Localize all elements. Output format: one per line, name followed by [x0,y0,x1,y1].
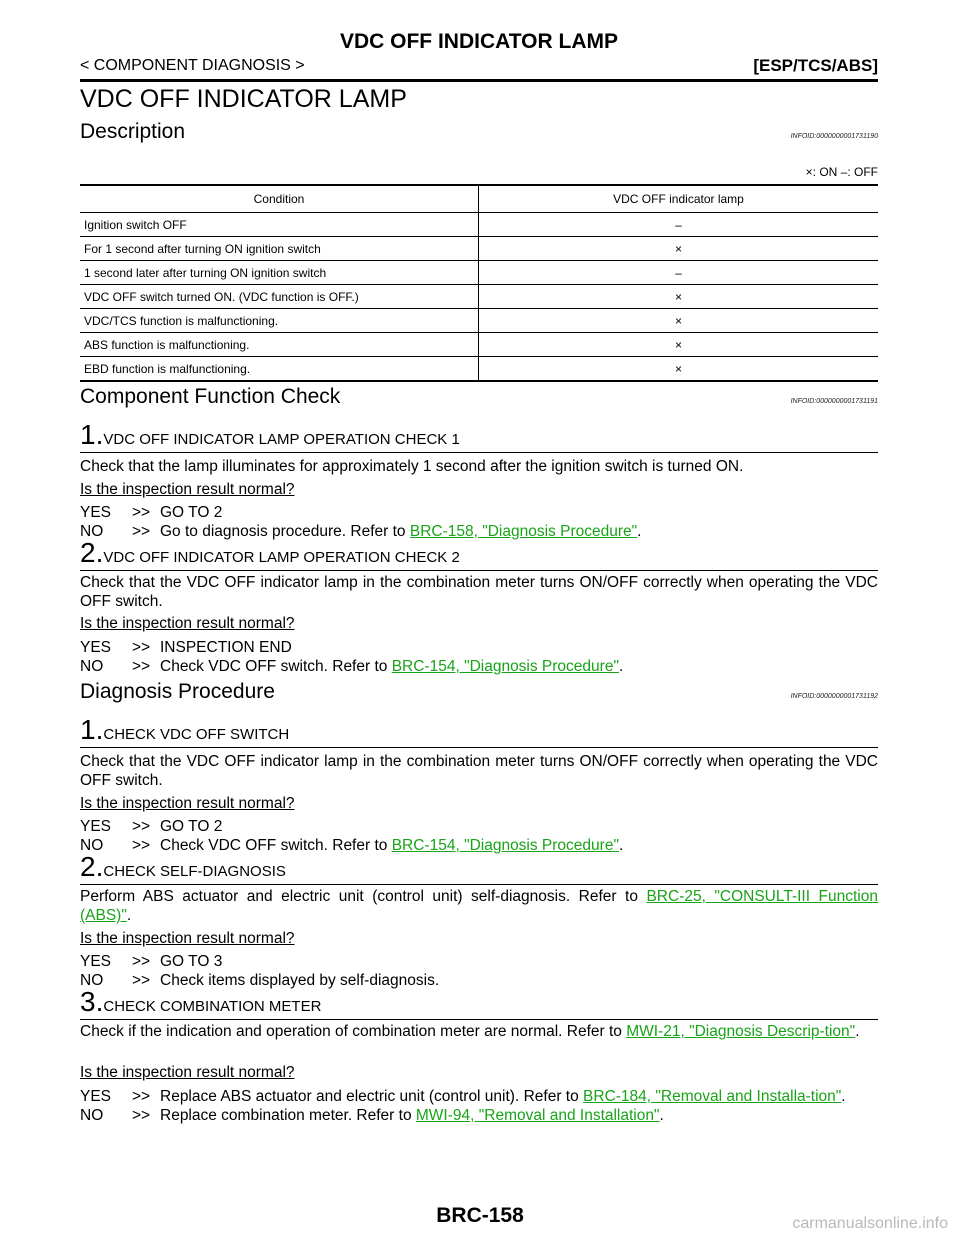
watermark: carmanualsonline.info [792,1215,948,1232]
answer-block: YES>> Replace ABS actuator and electric … [80,1087,878,1125]
component-check-infoid: INFOID:0000000001731191 [790,398,878,405]
table-row: 1 second later after turning ON ignition… [80,260,878,285]
component-check-heading: Component Function Check [80,385,341,408]
step-number: 2. [80,851,104,882]
answer-no: NO>>Check items displayed by self-diagno… [80,972,440,989]
answer-yes: YES>>GO TO 3 [80,953,223,970]
reference-link[interactable]: BRC-184, "Removal and Installa-tion" [583,1088,842,1105]
answer-block: YES>>INSPECTION END NO>>Check VDC OFF sw… [80,638,878,676]
reference-link[interactable]: MWI-94, "Removal and Installation" [415,1107,660,1124]
condition-cell: Ignition switch OFF [80,212,479,237]
lamp-state-cell: – [478,212,878,237]
table-row: ABS function is malfunctioning.× [80,332,878,357]
step-title: CHECK COMBINATION METER [103,998,322,1015]
reference-link[interactable]: BRC-25, "CONSULT-III Function (ABS)" [80,888,878,924]
page-number: BRC-158 [436,1204,524,1227]
step-title: CHECK VDC OFF SWITCH [103,726,290,743]
table-header-row: Condition VDC OFF indicator lamp [80,184,878,213]
condition-cell: VDC OFF switch turned ON. (VDC function … [80,284,479,309]
step-heading: 1.VDC OFF INDICATOR LAMP OPERATION CHECK… [80,419,878,453]
step-instruction: Check that the VDC OFF indicator lamp in… [80,753,878,789]
step-heading: 3.CHECK COMBINATION METER [80,986,878,1020]
condition-cell: For 1 second after turning ON ignition s… [80,236,479,261]
step-number: 3. [80,986,104,1017]
answer-yes: YES>>GO TO 2 [80,504,223,521]
condition-cell: EBD function is malfunctioning. [80,356,479,382]
answer-no: NO>>Go to diagnosis procedure. Refer to … [80,523,642,540]
column-header-lamp: VDC OFF indicator lamp [478,184,878,213]
header-title: VDC OFF INDICATOR LAMP [339,30,619,53]
lamp-state-cell: × [478,284,878,309]
reference-link[interactable]: BRC-158, "Diagnosis Procedure" [409,523,638,540]
description-heading-row: Description INFOID:0000000001731190 [80,120,878,144]
step-number: 1. [80,714,104,745]
condition-table: Condition VDC OFF indicator lamp Ignitio… [80,184,878,382]
description-heading: Description [80,120,186,143]
step-instruction: Check if the indication and operation of… [80,1023,860,1040]
lamp-state-cell: × [478,356,878,382]
inspection-question: Is the inspection result normal? [80,481,295,498]
step-heading: 1.CHECK VDC OFF SWITCH [80,714,878,748]
lamp-state-cell: – [478,260,878,285]
inspection-question: Is the inspection result normal? [80,930,295,947]
description-infoid: INFOID:0000000001731190 [790,133,878,140]
step-heading: 2.CHECK SELF-DIAGNOSIS [80,851,878,885]
table-row: EBD function is malfunctioning.× [80,356,878,382]
table-row: VDC/TCS function is malfunctioning.× [80,308,878,333]
reference-link[interactable]: BRC-154, "Diagnosis Procedure" [391,658,619,675]
lamp-state-cell: × [478,236,878,261]
answer-block: YES>>GO TO 2 NO>>Check VDC OFF switch. R… [80,817,878,855]
column-header-condition: Condition [80,184,479,213]
step-heading: 2.VDC OFF INDICATOR LAMP OPERATION CHECK… [80,537,878,571]
step-title: CHECK SELF-DIAGNOSIS [103,863,286,880]
answer-block: YES>>GO TO 2 NO>>Go to diagnosis procedu… [80,503,878,541]
header-divider [80,79,878,82]
table-row: Ignition switch OFF– [80,212,878,237]
answer-no: NO>>Check VDC OFF switch. Refer to BRC-1… [80,658,624,675]
inspection-question: Is the inspection result normal? [80,795,295,812]
step-instruction: Check that the VDC OFF indicator lamp in… [80,574,878,610]
step-instruction: Perform ABS actuator and electric unit (… [80,888,878,924]
diagnosis-heading-row: Diagnosis Procedure INFOID:0000000001731… [80,680,878,704]
answer-no: NO>>Replace combination meter. Refer to … [80,1107,664,1124]
inspection-question: Is the inspection result normal? [80,1064,295,1081]
answer-no: NO>>Check VDC OFF switch. Refer to BRC-1… [80,837,624,854]
section-code: [ESP/TCS/ABS] [753,56,878,75]
step-instruction: Check that the lamp illuminates for appr… [80,458,744,475]
condition-cell: 1 second later after turning ON ignition… [80,260,479,285]
diagnosis-heading: Diagnosis Procedure [80,680,275,703]
answer-yes: YES>>INSPECTION END [80,639,292,656]
step-number: 1. [80,419,104,450]
table-row: VDC OFF switch turned ON. (VDC function … [80,284,878,309]
condition-cell: VDC/TCS function is malfunctioning. [80,308,479,333]
step-title: VDC OFF INDICATOR LAMP OPERATION CHECK 2 [103,549,460,566]
breadcrumb: < COMPONENT DIAGNOSIS > [80,57,305,74]
answer-yes: YES>>GO TO 2 [80,818,223,835]
lamp-state-cell: × [478,308,878,333]
inspection-question: Is the inspection result normal? [80,615,295,632]
answer-block: YES>>GO TO 3 NO>>Check items displayed b… [80,952,878,990]
page-title: VDC OFF INDICATOR LAMP [80,85,407,113]
table-legend: ×: ON –: OFF [805,165,878,179]
reference-link[interactable]: MWI-21, "Diagnosis Descrip-tion" [626,1023,856,1040]
condition-cell: ABS function is malfunctioning. [80,332,479,357]
step-title: VDC OFF INDICATOR LAMP OPERATION CHECK 1 [103,431,460,448]
lamp-state-cell: × [478,332,878,357]
reference-link[interactable]: BRC-154, "Diagnosis Procedure" [391,837,619,854]
answer-yes: YES>> Replace ABS actuator and electric … [80,1088,846,1105]
step-number: 2. [80,537,104,568]
diagnosis-infoid: INFOID:0000000001731192 [790,693,878,700]
component-check-heading-row: Component Function Check INFOID:00000000… [80,385,878,409]
table-row: For 1 second after turning ON ignition s… [80,236,878,261]
